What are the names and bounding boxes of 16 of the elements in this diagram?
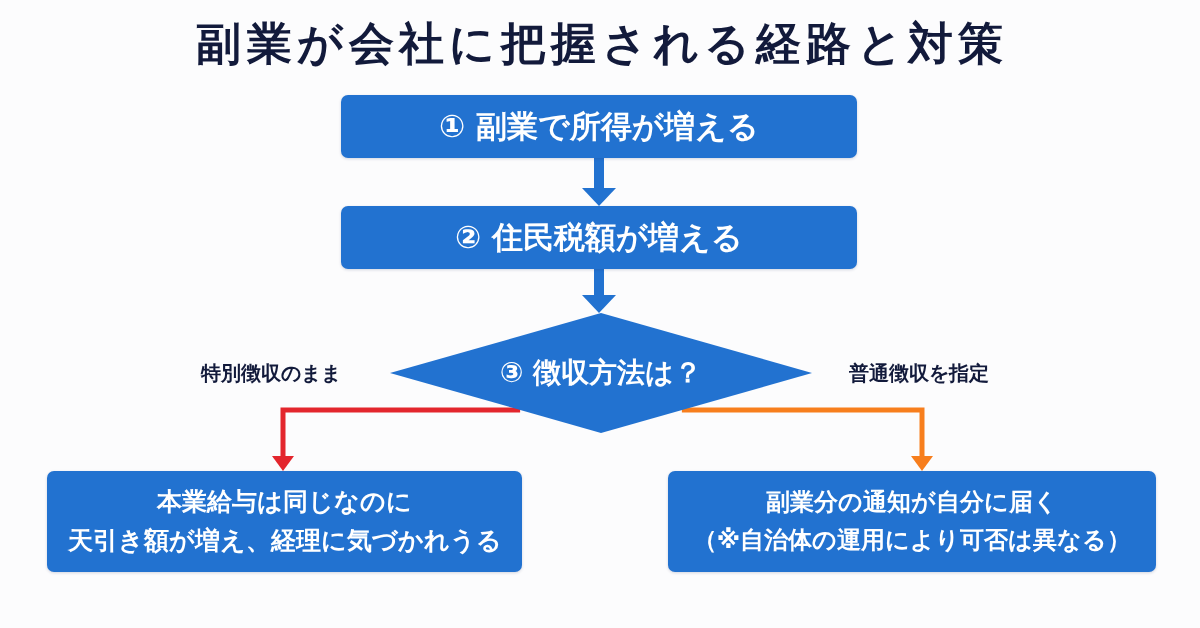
result-text: 本業給与は同じなのに天引き額が増え、経理に気づかれうる (67, 485, 502, 557)
arrow (681, 407, 933, 471)
result-box (668, 471, 1156, 572)
result-text: 副業分の通知が自分に届く（※自治体の運用により可否は異なる） (692, 487, 1132, 556)
result-box (47, 471, 522, 572)
arrow (272, 407, 521, 471)
edge-label: 普通徴収を指定 (847, 359, 991, 387)
step-text: ② 住民税額が増える (454, 218, 743, 257)
process-box (341, 206, 857, 269)
step-text: ① 副業で所得が増える (438, 107, 759, 146)
arrow (582, 158, 616, 206)
title: 副業が会社に把握される経路と対策 (195, 16, 1009, 72)
question-text: ③ 徴収方法は？ (499, 356, 703, 390)
arrow (582, 269, 616, 313)
process-box (341, 95, 857, 158)
decision-diamond (390, 313, 812, 433)
